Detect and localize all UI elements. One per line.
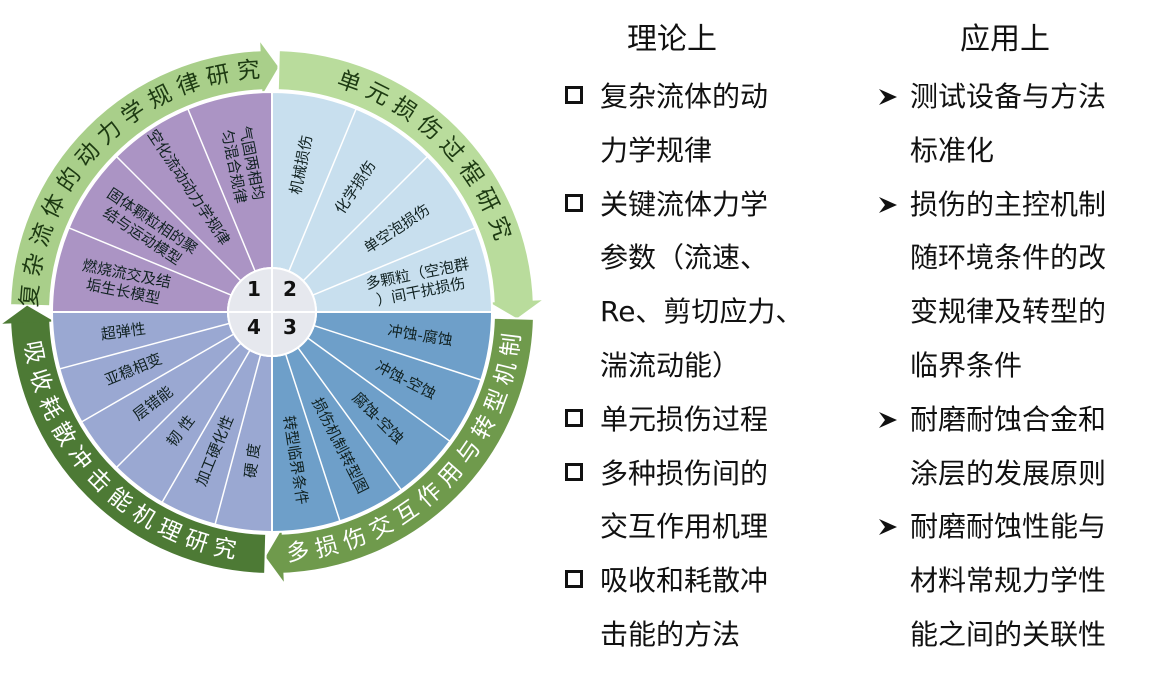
application-item: 耐磨耐蚀合金和涂层的发展原则 xyxy=(872,393,1151,501)
application-item-line: 测试设备与方法 xyxy=(910,80,1107,113)
spoke xyxy=(307,337,451,442)
application-item-line: 标准化 xyxy=(910,133,995,167)
ring-arrow-icon xyxy=(2,305,55,324)
theory-item-line: 关键流体力学 xyxy=(600,187,769,221)
application-item-line: 临界条件 xyxy=(910,348,1023,382)
application-column: 应用上 测试设备与方法标准化损伤的主控机制随环境条件的改变规律及转型的临界条件耐… xyxy=(872,18,1151,662)
application-item: 损伤的主控机制随环境条件的改变规律及转型的临界条件 xyxy=(872,178,1151,393)
application-item-line: 涂层的发展原则 xyxy=(910,456,1107,490)
ring-arrow-icon xyxy=(260,42,279,95)
arrow-bullet-icon xyxy=(879,519,897,536)
quadrant-label: 超弹性 xyxy=(100,319,147,343)
theory-item-line: 参数（流速、 xyxy=(600,241,769,275)
quadrant-label: 硬 度 xyxy=(241,442,263,479)
spoke xyxy=(214,354,262,525)
spoke xyxy=(297,347,402,491)
application-list: 测试设备与方法标准化损伤的主控机制随环境条件的改变规律及转型的临界条件耐磨耐蚀合… xyxy=(872,70,1151,662)
application-item-line: 耐磨耐蚀合金和 xyxy=(910,402,1107,436)
theory-item: 复杂流体的动力学规律 xyxy=(560,70,850,178)
ring-arrow-icon xyxy=(489,300,542,319)
theory-item-line: 单元损伤过程 xyxy=(600,402,769,436)
theory-item: 多种损伤间的交互作用机理 xyxy=(560,447,850,555)
theory-item-line: Re、剪切应力、 xyxy=(600,295,804,329)
spoke xyxy=(312,227,476,296)
quadrant-number: 2 xyxy=(283,277,297,301)
research-wheel: 复杂流体的动力学规律研究单元损伤过程研究多损伤交互作用与转型机制吸收耗散冲击能机… xyxy=(2,42,542,582)
arrow-bullet-icon xyxy=(879,89,897,105)
application-item-line: 随环境条件的改 xyxy=(910,241,1107,275)
theory-item: 单元损伤过程 xyxy=(560,393,850,447)
application-item: 耐磨耐蚀性能与材料常规力学性能之间的关联性 xyxy=(872,500,1151,661)
quadrant-number: 3 xyxy=(283,315,297,339)
theory-column: 理论上 复杂流体的动力学规律关键流体力学参数（流速、 Re、剪切应力、湍流动能） 单… xyxy=(560,18,850,662)
spoke xyxy=(302,155,429,282)
theory-item: 吸收和耗散冲击能的方法 xyxy=(560,554,850,662)
checkbox-icon xyxy=(565,462,583,481)
checkbox-icon xyxy=(565,408,583,427)
spoke xyxy=(59,322,230,370)
spoke xyxy=(68,227,232,296)
spoke xyxy=(115,342,242,469)
theory-item: 关键流体力学参数（流速、 Re、剪切应力、湍流动能） xyxy=(560,178,850,393)
theory-title: 理论上 xyxy=(627,22,717,57)
spoke xyxy=(288,108,357,272)
spoke xyxy=(115,155,242,282)
theory-list: 复杂流体的动力学规律关键流体力学参数（流速、 Re、剪切应力、湍流动能） 单元损伤过… xyxy=(560,70,850,662)
application-item-line: 材料常规力学性 xyxy=(910,564,1107,598)
spoke xyxy=(284,353,341,522)
spoke xyxy=(81,333,235,423)
theory-item-line: 击能的方法 xyxy=(600,617,741,651)
ring-arrow-icon xyxy=(265,529,284,582)
application-item: 测试设备与方法标准化 xyxy=(872,70,1151,178)
application-item-line: 损伤的主控机制 xyxy=(910,187,1107,221)
arrow-bullet-icon xyxy=(879,196,897,213)
arrow-bullet-icon xyxy=(879,411,897,428)
theory-item-line: 交互作用机理 xyxy=(600,510,769,544)
spoke xyxy=(161,349,251,503)
theory-item-line: 湍流动能） xyxy=(600,348,741,382)
theory-item-line: 吸收和耗散冲 xyxy=(600,564,769,598)
quadrant-number: 1 xyxy=(247,277,261,301)
spoke xyxy=(313,324,482,381)
checkbox-icon xyxy=(565,86,583,104)
theory-item-line: 力学规律 xyxy=(600,133,713,167)
checkbox-icon xyxy=(565,570,583,589)
theory-item-line: 多种损伤间的 xyxy=(600,456,769,490)
application-item-line: 变规律及转型的 xyxy=(910,295,1107,329)
application-item-line: 能之间的关联性 xyxy=(910,617,1107,651)
quadrant-number: 4 xyxy=(247,315,261,339)
theory-item-line: 复杂流体的动 xyxy=(600,80,769,113)
spoke xyxy=(187,108,256,272)
checkbox-icon xyxy=(565,193,583,212)
application-item-line: 耐磨耐蚀性能与 xyxy=(910,510,1107,544)
application-title: 应用上 xyxy=(960,22,1050,57)
